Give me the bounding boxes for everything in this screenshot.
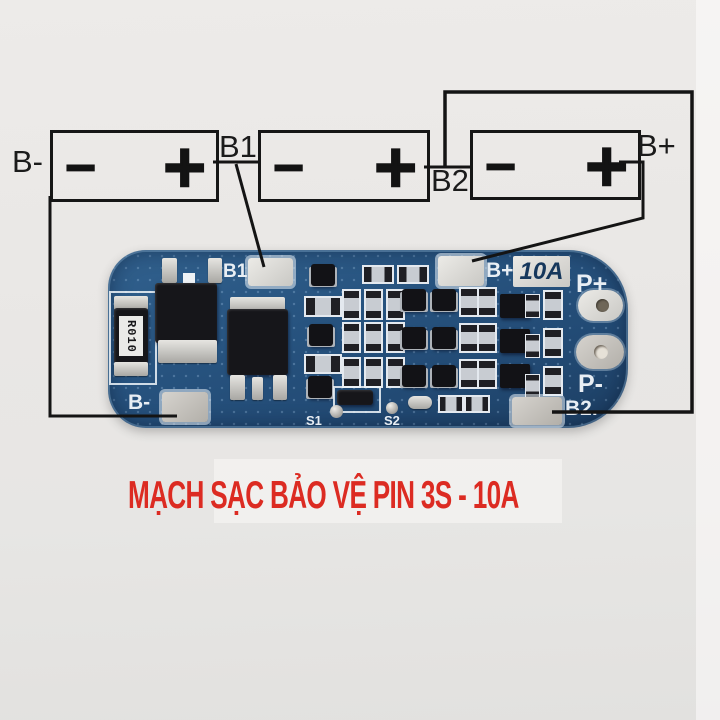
smd-transistor [402,365,426,387]
smd-capacitor [408,396,432,409]
smd-resistor [477,359,497,389]
smd-transistor [311,264,335,286]
smd-transistor [432,289,456,311]
smd-resistor [525,334,540,358]
solder-blob [330,405,343,418]
silk-label-b-minus: B- [128,391,151,414]
smd-resistor [459,287,479,317]
battery-cell-1: − + [50,130,219,202]
mosfet-transistor [155,283,217,343]
smd-resistor [304,354,342,374]
silk-label-b2: B2. [565,397,598,420]
silk-label-p-plus: P+ [576,270,608,298]
silk-label-b-plus: B+ [486,259,514,282]
mosfet-tab [158,340,217,363]
solder-pad-b1 [248,258,293,286]
smd-resistor [342,322,361,353]
smd-resistor [304,296,342,317]
solder-pad-b-plus [438,256,484,286]
battery2-positive-terminal: + [370,131,421,202]
shunt-resistor-cap [114,362,148,376]
battery3-positive-terminal: + [581,130,632,201]
smd-transistor [432,327,456,349]
pad-hole [596,299,609,312]
smd-resistor [525,374,540,398]
smd-resistor [342,357,361,388]
silk-label-s2: S2 [384,413,400,428]
solder-pad-b-minus [162,392,208,422]
smd-resistor [543,290,563,320]
smd-transistor [402,289,426,311]
mosfet-leg [252,377,263,400]
background-light-band [696,0,720,720]
smd-transistor [309,324,333,346]
smd-transistor [402,327,426,349]
smd-resistor [459,359,479,389]
battery1-positive-terminal: + [159,131,210,202]
silk-label-s1: S1 [306,413,322,428]
diagram-label-b1: B1 [219,129,257,164]
silkscreen-outline [333,386,381,413]
silkscreen-dot [183,273,195,284]
smd-resistor [364,357,383,388]
diagram-label-b-plus: B+ [637,128,676,163]
mosfet-leg [273,375,287,400]
smd-transistor [308,376,332,398]
solder-blob [386,402,398,414]
battery-cell-3: − + [470,130,641,200]
smd-resistor [477,287,497,317]
pad-hole [594,345,608,359]
mosfet-transistor [227,309,288,375]
battery1-negative-terminal: − [62,141,99,192]
silk-label-b1: B1 [223,261,248,282]
smd-resistor [525,294,540,318]
battery3-negative-terminal: − [482,140,519,191]
pcb-board: R010 B1 [108,250,628,428]
smd-resistor [543,328,563,358]
solder-pad-b2 [512,397,562,425]
smd-resistor [364,289,383,320]
smd-resistor [438,395,464,413]
smd-resistor [362,265,394,284]
smd-transistor [432,365,456,387]
battery-cell-2: − + [258,130,430,202]
battery2-negative-terminal: − [270,141,307,192]
current-rating-badge: 10A [513,256,570,287]
smd-diode [337,390,373,405]
smd-resistor [464,395,490,413]
smd-resistor [543,366,563,396]
smd-resistor [397,265,429,284]
smd-resistor [364,322,383,353]
smd-resistor [459,323,479,353]
smd-resistor [477,323,497,353]
smd-resistor [342,289,361,320]
caption: MẠCH SẠC BẢO VỆ PIN 3S - 10A [128,474,519,517]
component-lead [162,258,177,283]
caption-background [214,459,562,523]
mosfet-leg [230,375,245,400]
component-lead [208,258,222,283]
silk-label-p-minus: P- [578,370,603,398]
shunt-resistor-label: R010 [119,316,143,356]
diagram-label-b2: B2 [431,163,469,198]
diagram-label-b-minus: B- [12,144,43,179]
